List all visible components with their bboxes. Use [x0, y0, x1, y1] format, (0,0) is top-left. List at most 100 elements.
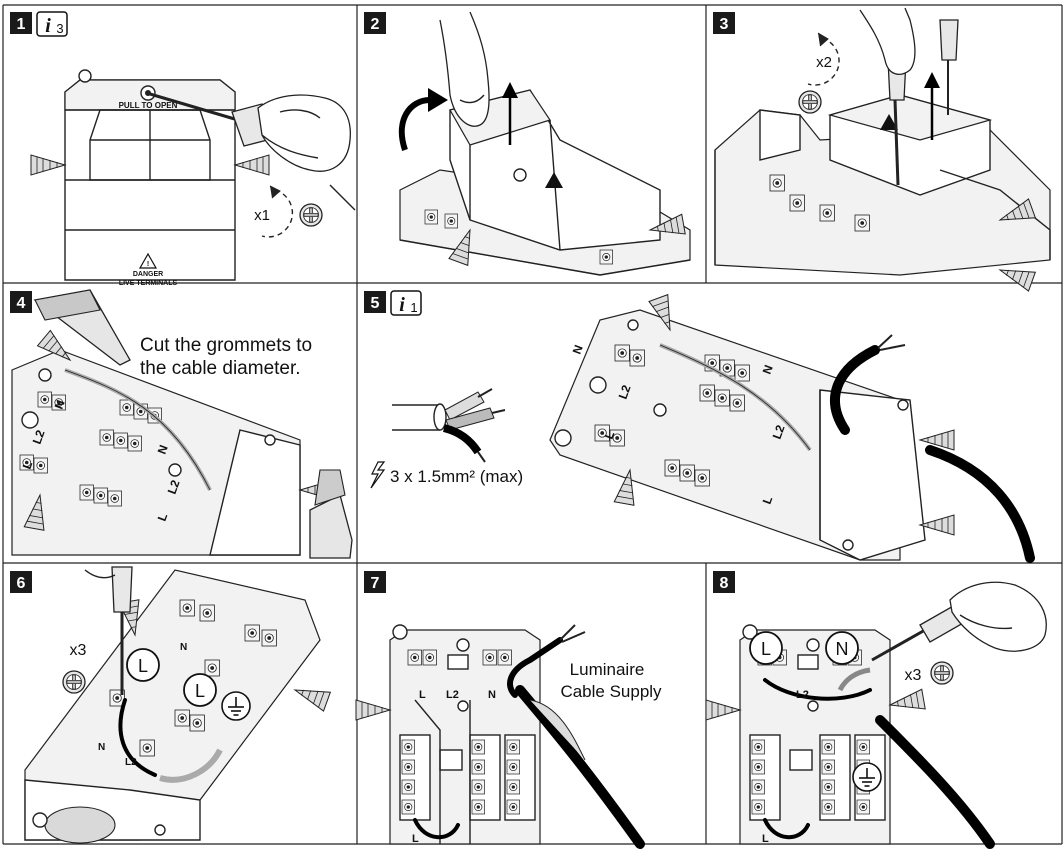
terminal-label: L2	[165, 478, 183, 496]
terminal-label: L	[760, 494, 776, 506]
step-4-panel: 4 Cut the grommets to the cable diameter…	[10, 289, 353, 559]
step-2-panel: 2	[364, 11, 691, 276]
terminal-label: L2	[125, 757, 137, 768]
screw-count: x3	[70, 642, 87, 659]
turn-count: x2	[816, 54, 832, 71]
cutting-knife-icon	[33, 289, 131, 366]
step-6-panel: 6 x3	[10, 566, 331, 844]
step-3-badge: 3	[713, 12, 735, 34]
hand	[257, 94, 356, 211]
terminal-base	[24, 569, 321, 844]
svg-text:!: !	[147, 261, 149, 268]
screwdriver	[84, 566, 133, 695]
step-1-number: 1	[17, 16, 26, 33]
turn-indicator: x1	[254, 185, 294, 238]
terminal-label: L	[20, 459, 36, 471]
danger-label: DANGER	[133, 271, 163, 278]
hand	[859, 7, 916, 75]
terminal-label: L2	[30, 428, 48, 446]
terminal-badge-n: L	[183, 673, 217, 707]
terminal-label: L2	[446, 689, 459, 701]
step-6-number: 6	[17, 575, 26, 592]
panel-frames	[2, 4, 1063, 845]
terminal-label: N	[98, 742, 105, 753]
svg-text:i: i	[45, 15, 51, 37]
cable-spec-label: 3 x 1.5mm² (max)	[390, 467, 523, 486]
svg-text:L: L	[138, 656, 148, 676]
svg-text:L: L	[761, 639, 771, 659]
terminal-base	[11, 349, 301, 556]
side-cutter-icon	[309, 469, 353, 559]
info-badge-number: 3	[56, 21, 63, 36]
step-8-panel: 8	[705, 571, 1047, 849]
step-1-badge: 1	[10, 12, 32, 34]
hand	[949, 581, 1047, 652]
instruction-text-line-1: Cut the grommets to	[140, 335, 312, 356]
terminal-label: L	[155, 511, 171, 523]
supply-cable	[763, 667, 995, 849]
lift-arrow	[924, 72, 940, 140]
turn-count: x1	[254, 207, 270, 224]
phillips-screw-icon	[798, 90, 822, 114]
lift-arrow	[398, 82, 518, 151]
step-1-panel: 1 i 3 ! PULL TO OPEN DANGER LIVE TERMINA…	[10, 11, 356, 287]
step-4-number: 4	[17, 295, 26, 312]
terminal-label: L2	[796, 689, 809, 701]
instruction-text-line-2: the cable diameter.	[140, 358, 301, 379]
earth-icon	[852, 762, 882, 792]
earth-icon	[221, 691, 251, 721]
terminal-label: N	[488, 689, 496, 701]
cable-label-line-2: Cable Supply	[560, 682, 662, 701]
step-5-number: 5	[371, 295, 380, 312]
terminal-label: N	[570, 343, 586, 356]
step-4-badge: 4	[10, 291, 32, 313]
cable-label-line-1: Luminaire	[570, 660, 645, 679]
terminal-badge-n: N	[825, 631, 859, 665]
step-8-badge: 8	[713, 571, 735, 593]
terminal-label: L	[602, 429, 618, 441]
svg-text:i: i	[399, 294, 405, 316]
terminal-badge-l: L	[749, 631, 783, 665]
grommet-right	[234, 154, 270, 176]
wire	[118, 698, 223, 783]
terminal-base	[739, 624, 891, 845]
svg-text:N: N	[836, 639, 849, 659]
terminal-label: L	[762, 833, 769, 845]
step-6-badge: 6	[10, 571, 32, 593]
stripped-cable	[392, 388, 506, 463]
terminal-badge-l: L	[126, 648, 160, 682]
step-3-number: 3	[720, 16, 729, 33]
phillips-screw-icon	[62, 670, 86, 694]
step-5-panel: 5 i 1 3 x 1.5mm² (max)	[364, 290, 1035, 563]
step-3-panel: 3 x2	[713, 7, 1051, 292]
info-badge-number: 1	[410, 300, 417, 315]
phillips-screw-icon	[299, 203, 323, 227]
phillips-screw-icon	[930, 661, 954, 685]
lightning-icon	[370, 461, 386, 489]
step-2-number: 2	[371, 16, 380, 33]
terminal-label: L2	[770, 423, 788, 441]
step-5-badge: 5	[364, 291, 386, 313]
step-2-badge: 2	[364, 12, 386, 34]
svg-text:L: L	[195, 681, 205, 701]
cover	[827, 94, 1051, 260]
step-8-number: 8	[720, 575, 729, 592]
info-icon: i 1	[390, 290, 422, 316]
supply-cable	[413, 624, 645, 849]
terminal-base	[389, 624, 541, 845]
hand	[439, 11, 490, 127]
terminal-label: L2	[616, 383, 634, 401]
step-7-badge: 7	[364, 571, 386, 593]
screwdriver	[871, 604, 966, 662]
step-7-number: 7	[371, 575, 380, 592]
live-terminals-label: LIVE TERMINALS	[119, 280, 178, 287]
terminal-label: L	[412, 833, 419, 845]
info-icon: i 3	[36, 11, 68, 37]
step-7-panel: 7	[355, 571, 662, 849]
supply-cable	[830, 334, 1035, 563]
grommet-left	[30, 154, 66, 176]
terminal-label: N	[180, 642, 187, 653]
screw-count: x3	[905, 667, 922, 684]
